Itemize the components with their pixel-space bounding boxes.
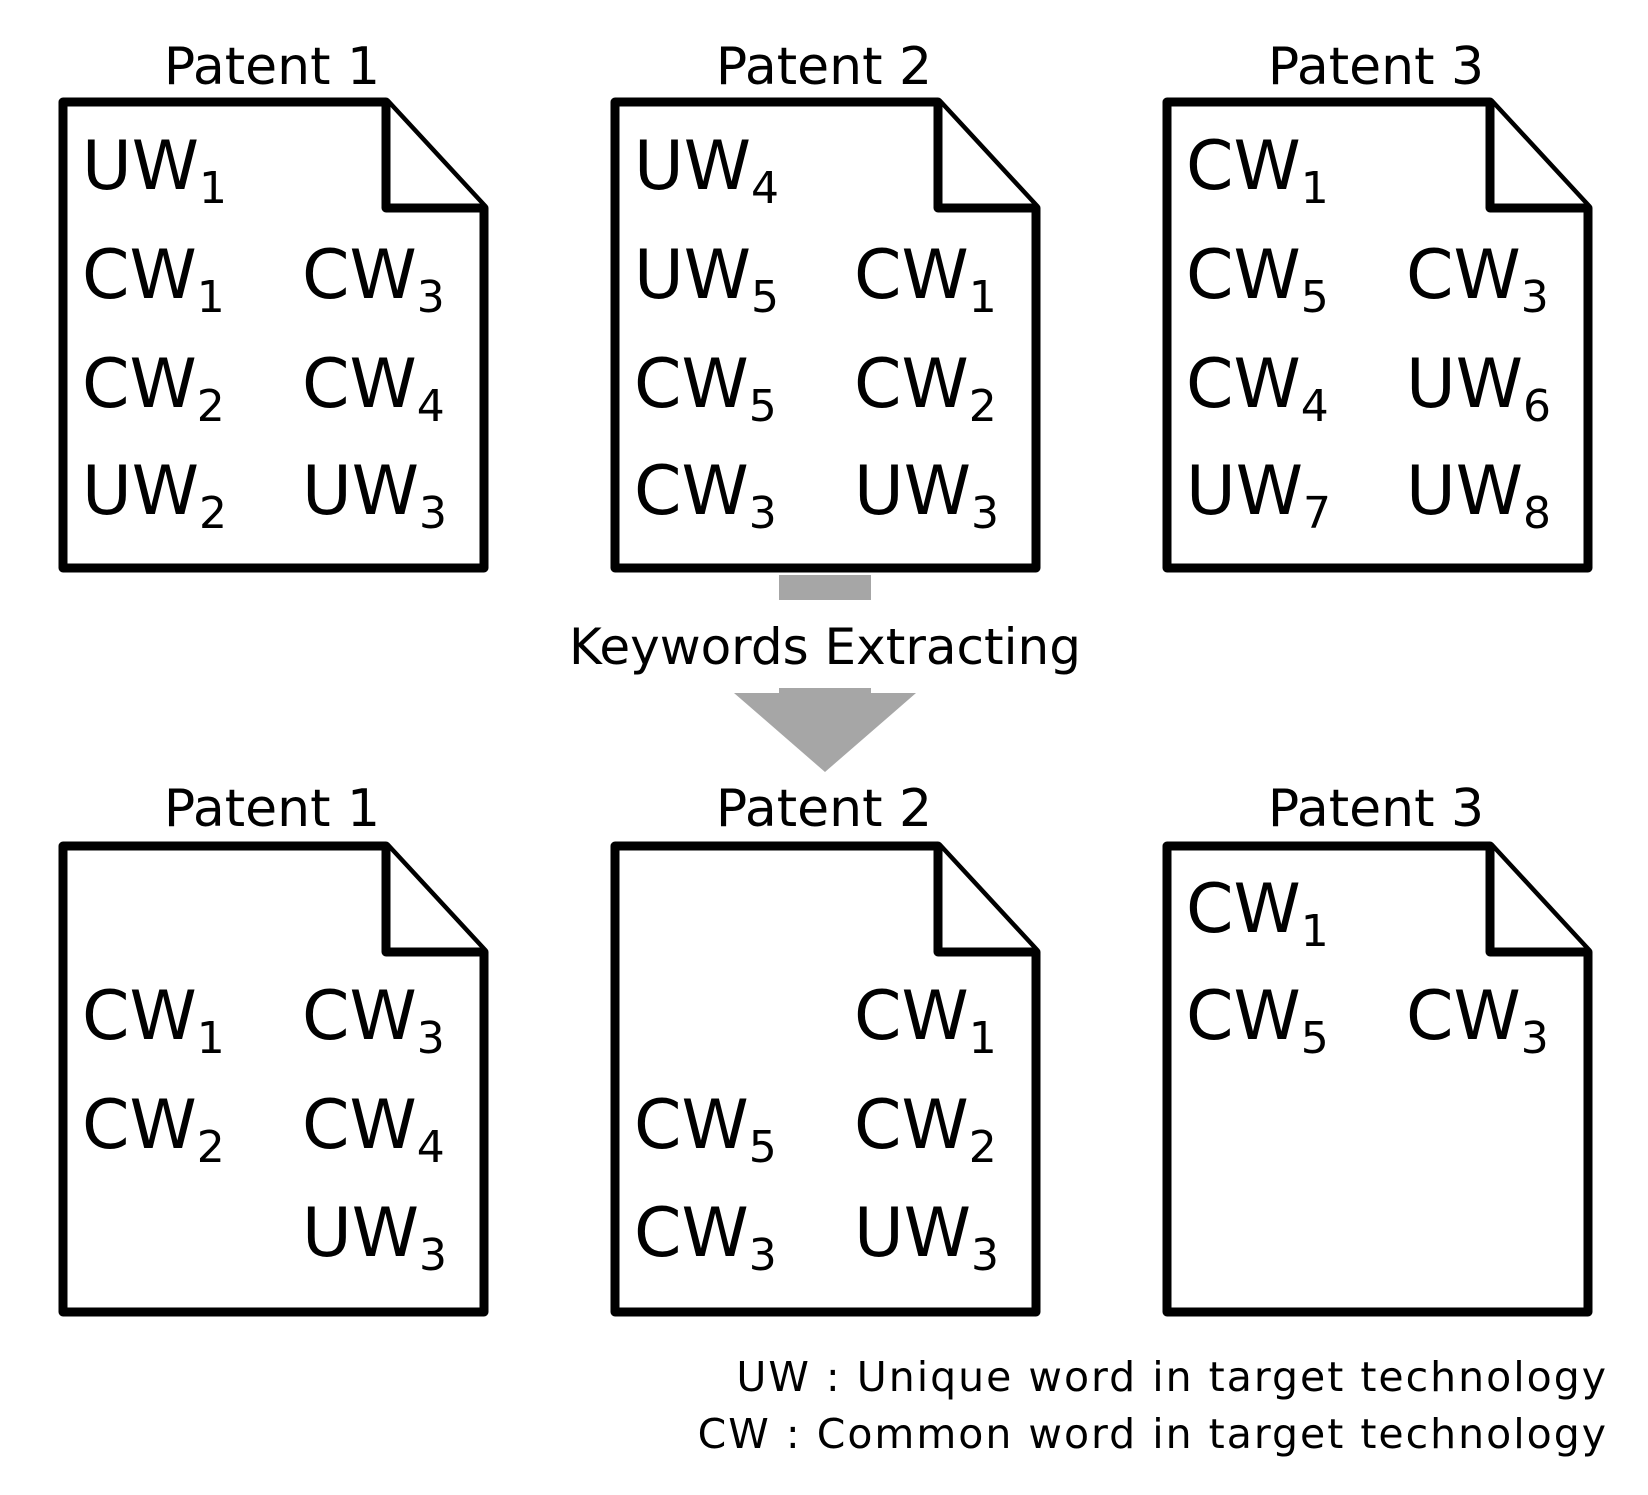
keyword: CW3 <box>1406 977 1549 1064</box>
document-icon <box>610 97 1041 573</box>
page-fold-icon <box>381 102 484 213</box>
keyword: CW3 <box>302 977 445 1064</box>
keyword: CW1 <box>1186 127 1329 214</box>
keyword: CW2 <box>854 1086 997 1173</box>
page-fold-icon <box>1485 846 1588 957</box>
process-label: Keywords Extracting <box>569 618 1081 676</box>
document-icon <box>58 97 489 573</box>
keyword: CW3 <box>634 452 777 539</box>
before-row: Patent 1 UW1 CW1 CW3 CW2 CW4 UW2 UW3 Pat… <box>58 37 1593 573</box>
process-arrow <box>734 575 916 772</box>
keyword: UW3 <box>302 452 447 539</box>
page-fold-icon <box>933 102 1036 213</box>
after-row: Patent 1 CW1 CW3 CW2 CW4 UW3 Patent 2 CW… <box>58 779 1593 1317</box>
keyword: CW5 <box>1186 236 1329 323</box>
keyword: UW1 <box>82 127 227 214</box>
doc-after-patent-2: Patent 2 CW1 CW5 CW2 CW3 UW3 <box>610 779 1041 1317</box>
keyword: CW1 <box>1186 870 1329 957</box>
keyword: CW2 <box>82 1086 225 1173</box>
keyword: UW4 <box>634 127 779 214</box>
legend-cw: CW : Common word in target technology <box>698 1410 1608 1458</box>
keyword: CW1 <box>854 236 997 323</box>
keyword: CW5 <box>634 345 777 432</box>
keyword: UW6 <box>1406 345 1551 432</box>
document-icon <box>1162 97 1593 573</box>
keyword: CW2 <box>854 345 997 432</box>
keyword: CW4 <box>302 345 445 432</box>
keyword: UW5 <box>634 236 779 323</box>
doc-title: Patent 3 <box>1268 779 1484 839</box>
keyword: CW1 <box>82 977 225 1064</box>
keyword: CW4 <box>1186 345 1329 432</box>
legend-uw: UW : Unique word in target technology <box>736 1353 1608 1401</box>
page-fold-icon <box>933 846 1036 957</box>
keyword: CW4 <box>302 1086 445 1173</box>
keyword: UW3 <box>854 452 999 539</box>
keyword: CW1 <box>854 977 997 1064</box>
keyword: CW5 <box>1186 977 1329 1064</box>
keyword: UW3 <box>302 1194 447 1281</box>
doc-after-patent-1: Patent 1 CW1 CW3 CW2 CW4 UW3 <box>58 779 489 1317</box>
doc-before-patent-1: Patent 1 UW1 CW1 CW3 CW2 CW4 UW2 UW3 <box>58 37 489 573</box>
keyword: CW1 <box>82 236 225 323</box>
keyword: CW3 <box>302 236 445 323</box>
doc-title: Patent 1 <box>164 779 380 839</box>
document-icon <box>1162 841 1593 1317</box>
keyword: CW5 <box>634 1086 777 1173</box>
doc-title: Patent 2 <box>716 37 932 97</box>
keyword: CW3 <box>1406 236 1549 323</box>
document-icon <box>58 841 489 1317</box>
keyword: UW7 <box>1186 452 1331 539</box>
doc-title: Patent 3 <box>1268 37 1484 97</box>
keyword: CW2 <box>82 345 225 432</box>
document-icon <box>610 841 1041 1317</box>
keyword: UW2 <box>82 452 227 539</box>
arrow-stem-top <box>779 575 871 600</box>
doc-before-patent-2: Patent 2 UW4 UW5 CW1 CW5 CW2 CW3 UW3 <box>610 37 1041 573</box>
doc-title: Patent 1 <box>164 37 380 97</box>
keyword: UW3 <box>854 1194 999 1281</box>
legend: UW : Unique word in target technology CW… <box>698 1353 1608 1458</box>
arrow-head <box>734 693 916 772</box>
doc-after-patent-3: Patent 3 CW1 CW5 CW3 <box>1162 779 1593 1317</box>
keyword: UW8 <box>1406 452 1551 539</box>
page-fold-icon <box>381 846 484 957</box>
page-fold-icon <box>1485 102 1588 213</box>
doc-title: Patent 2 <box>716 779 932 839</box>
keyword: CW3 <box>634 1194 777 1281</box>
doc-before-patent-3: Patent 3 CW1 CW5 CW3 CW4 UW6 UW7 UW8 <box>1162 37 1593 573</box>
